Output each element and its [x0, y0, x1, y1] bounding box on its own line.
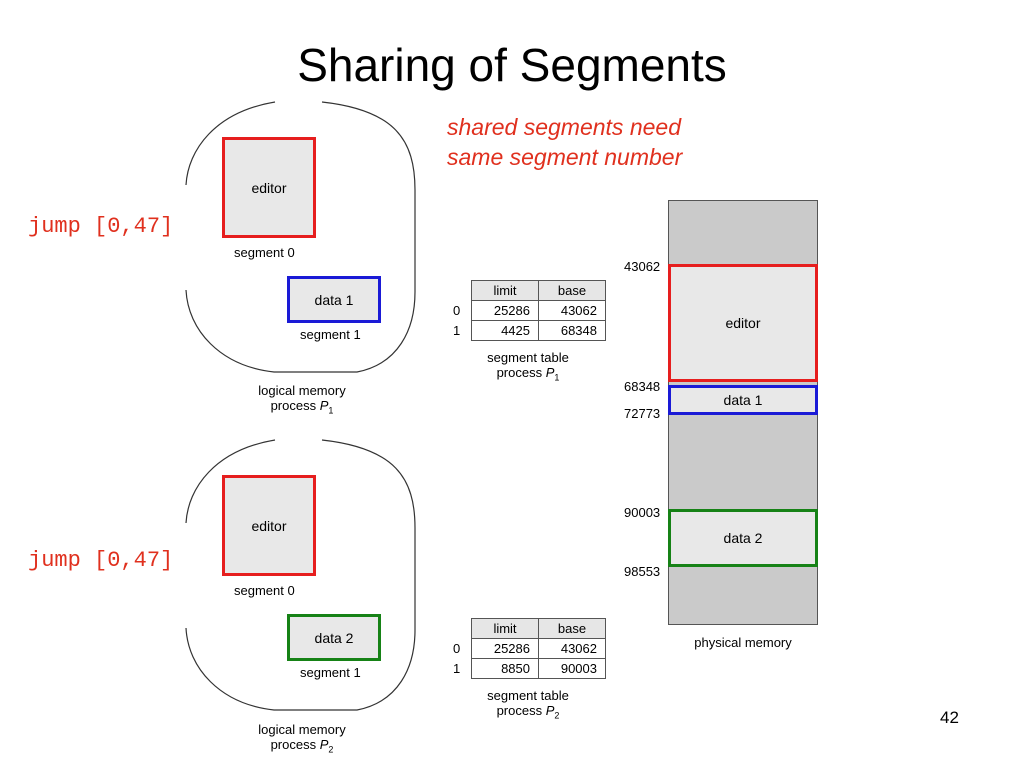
- process2-logical-memory-caption: logical memory process P2: [222, 722, 382, 755]
- table-header-base: base: [538, 280, 606, 301]
- process1-data1-segment: data 1: [287, 276, 381, 323]
- process2-caption-sub: 2: [328, 744, 334, 755]
- process2-segment-table: limit base 0 25286 43062 1 8850 90003: [453, 618, 606, 679]
- process2-editor-segment: editor: [222, 475, 316, 576]
- shared-segments-note: shared segments need same segment number: [447, 112, 682, 172]
- process2-caption-line1: logical memory: [258, 722, 346, 737]
- base-cell: 68348: [538, 320, 606, 341]
- limit-cell: 25286: [471, 638, 539, 659]
- process2-segment1-label: segment 1: [300, 665, 361, 680]
- note-line-1: shared segments need: [447, 114, 681, 140]
- physical-data1-block: data 1: [668, 385, 818, 415]
- process2-table-caption-line1: segment table: [487, 688, 569, 703]
- process1-table-caption-line1: segment table: [487, 350, 569, 365]
- row-index: 1: [453, 323, 461, 338]
- process2-table-caption-prefix: process: [496, 703, 546, 718]
- process1-table-caption-sub: 1: [554, 372, 560, 383]
- process2-segment0-label: segment 0: [234, 583, 295, 598]
- address-43062: 43062: [624, 259, 661, 274]
- page-number: 42: [940, 708, 959, 727]
- address-98553: 98553: [624, 564, 661, 579]
- process1-caption-prefix: process: [270, 398, 320, 413]
- physical-memory-caption: physical memory: [694, 635, 792, 650]
- process2-jump-instruction: jump [0,47]: [28, 548, 174, 573]
- process1-memory-outline: [185, 101, 416, 373]
- row-index: 0: [453, 641, 461, 656]
- process2-table-caption-sub: 2: [554, 710, 560, 721]
- table-header-base: base: [538, 618, 606, 639]
- process1-segment1-label: segment 1: [300, 327, 361, 342]
- address-90003: 90003: [624, 505, 661, 520]
- table-header-limit: limit: [471, 618, 539, 639]
- process1-caption-line2: process P1: [222, 398, 382, 416]
- table-row: 0 25286 43062: [453, 638, 606, 659]
- process1-caption-sub: 1: [328, 405, 334, 416]
- process1-table-caption-var: P: [545, 365, 555, 380]
- process2-memory-outline: [185, 439, 416, 711]
- process1-logical-memory-caption: logical memory process P1: [222, 383, 382, 416]
- slide-title: Sharing of Segments: [297, 39, 727, 91]
- process1-segment0-label: segment 0: [234, 245, 295, 260]
- process1-editor-segment: editor: [222, 137, 316, 238]
- process1-segment-table: limit base 0 25286 43062 1 4425 68348: [453, 280, 606, 341]
- limit-cell: 8850: [471, 658, 539, 679]
- process2-caption-var: P: [319, 737, 329, 752]
- process2-segment-table-caption: segment table process P2: [458, 688, 598, 721]
- limit-cell: 25286: [471, 300, 539, 321]
- table-header-limit: limit: [471, 280, 539, 301]
- process1-caption-var: P: [319, 398, 329, 413]
- process2-table-caption-var: P: [545, 703, 555, 718]
- table-row: 1 8850 90003: [453, 658, 606, 679]
- row-index: 0: [453, 303, 461, 318]
- process1-caption-line1: logical memory: [258, 383, 346, 398]
- process1-table-caption-line2: process P1: [458, 365, 598, 383]
- physical-data2-block: data 2: [668, 509, 818, 567]
- base-cell: 43062: [538, 300, 606, 321]
- note-line-2: same segment number: [447, 144, 683, 170]
- process2-table-caption-line2: process P2: [458, 703, 598, 721]
- process1-jump-instruction: jump [0,47]: [28, 214, 174, 239]
- process1-segment-table-caption: segment table process P1: [458, 350, 598, 383]
- table-row: 0 25286 43062: [453, 300, 606, 321]
- limit-cell: 4425: [471, 320, 539, 341]
- address-68348: 68348: [624, 379, 661, 394]
- process2-caption-prefix: process: [270, 737, 320, 752]
- base-cell: 43062: [538, 638, 606, 659]
- table-row: 1 4425 68348: [453, 320, 606, 341]
- address-72773: 72773: [624, 406, 661, 421]
- process1-table-caption-prefix: process: [496, 365, 546, 380]
- row-index: 1: [453, 661, 461, 676]
- base-cell: 90003: [538, 658, 606, 679]
- process2-caption-line2: process P2: [222, 737, 382, 755]
- physical-editor-block: editor: [668, 264, 818, 382]
- process2-data2-segment: data 2: [287, 614, 381, 661]
